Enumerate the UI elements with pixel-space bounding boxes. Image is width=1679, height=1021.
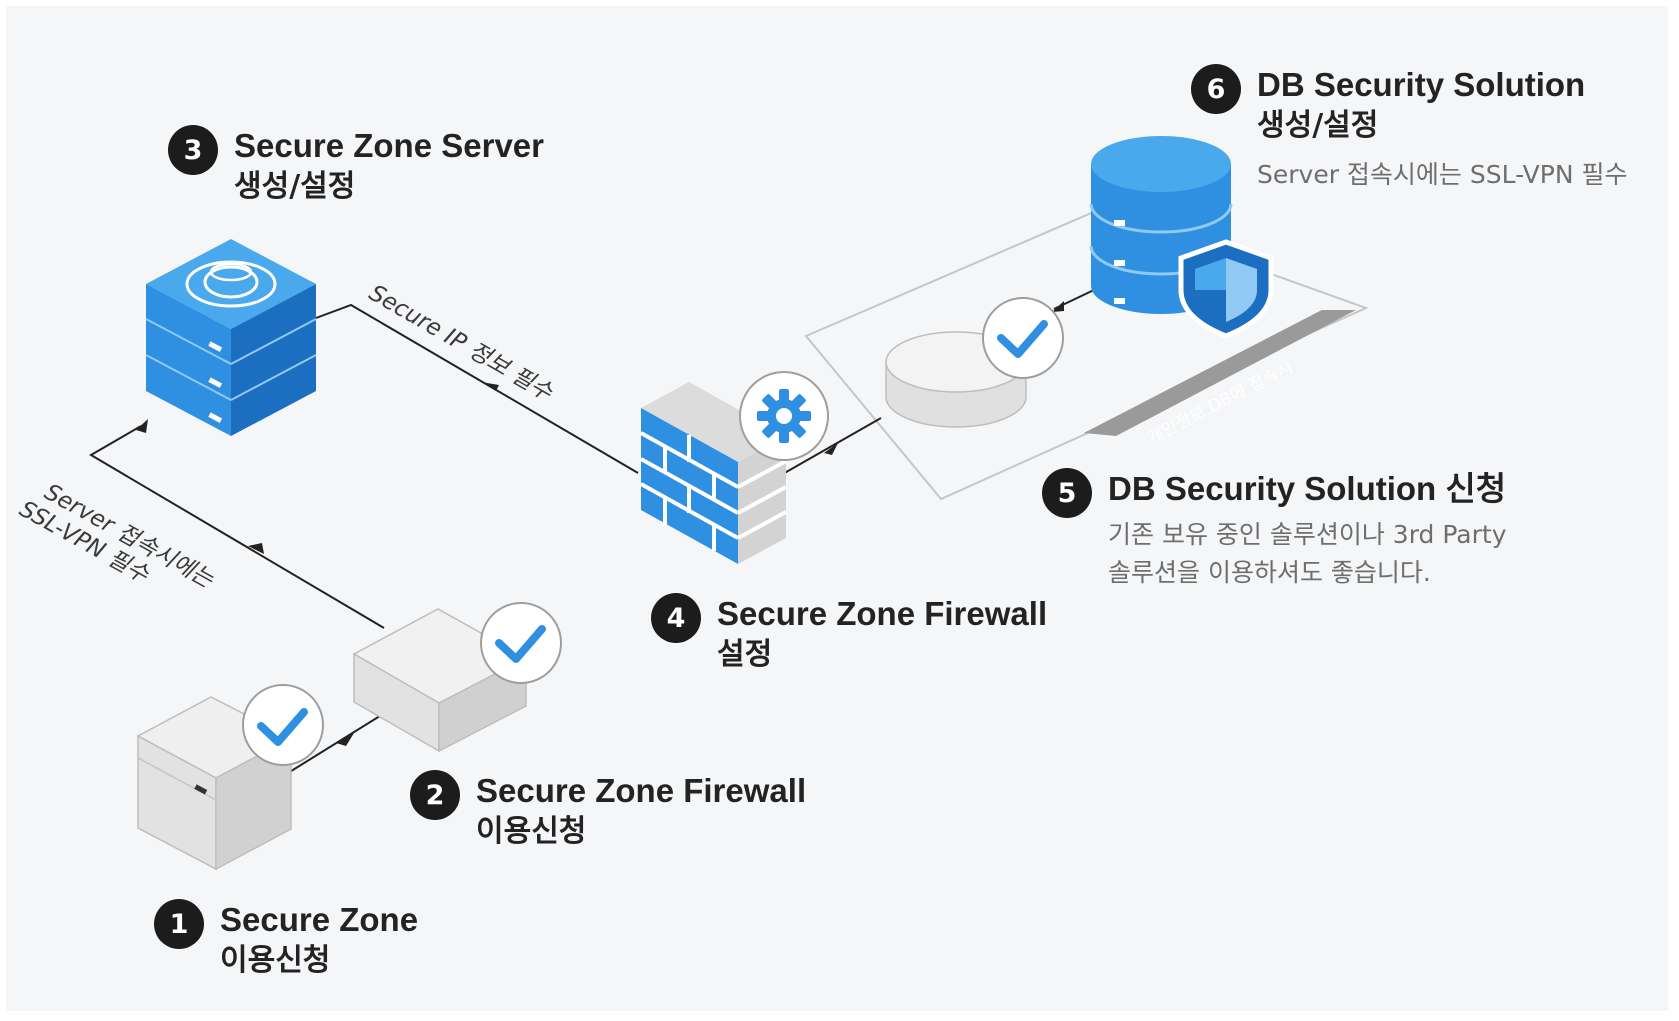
step-4-firewall-setup: 4 Secure Zone Firewall 설정	[651, 593, 1047, 675]
step-3-server: 3 Secure Zone Server 생성/설정	[168, 125, 544, 207]
diagram-art	[89, 136, 1369, 871]
step-subtitle: 이용신청	[476, 814, 587, 849]
gear-icon	[739, 371, 829, 461]
step-badge: 5	[1042, 468, 1092, 518]
connector-fw-to-server	[89, 425, 385, 629]
check-icon	[982, 297, 1064, 379]
step-title: Secure Zone	[220, 901, 419, 938]
step-badge: 2	[410, 770, 460, 820]
step-description: 기존 보유 중인 솔루션이나 3rd Party	[1108, 520, 1507, 549]
check-icon	[242, 684, 324, 766]
step-subtitle: 생성/설정	[234, 169, 356, 204]
step-badge: 6	[1191, 64, 1241, 114]
diagram-canvas: Server 접속시에는 SSL-VPN 필수 Secure IP 정보 필수 …	[6, 6, 1668, 1011]
firewall-request-box	[352, 608, 528, 753]
step-5-db-security-request: 5 DB Security Solution 신청 기존 보유 중인 솔루션이나…	[1042, 468, 1507, 592]
step-title: DB Security Solution	[1257, 66, 1586, 103]
step-title: Secure Zone Server	[234, 127, 544, 164]
step-1-secure-zone: 1 Secure Zone 이용신청	[154, 899, 418, 981]
step-title: Secure Zone Firewall	[476, 772, 807, 809]
connector-server-to-firewall	[315, 303, 639, 474]
step-title: Secure Zone Firewall	[717, 595, 1048, 632]
step-description: Server 접속시에는 SSL-VPN 필수	[1257, 160, 1628, 189]
step-subtitle: 생성/설정	[1257, 108, 1379, 143]
step-2-firewall-request: 2 Secure Zone Firewall 이용신청	[410, 770, 806, 852]
shield-icon	[1178, 239, 1274, 339]
globe-icon	[185, 260, 277, 308]
step-6-db-security: 6 DB Security Solution 생성/설정 Server 접속시에…	[1191, 64, 1628, 194]
step-subtitle: 설정	[717, 637, 773, 672]
step-subtitle: 이용신청	[220, 943, 331, 978]
connector-firewall-to-db-proxy	[773, 417, 882, 480]
check-icon	[480, 602, 562, 684]
db-zone-outline	[804, 209, 1369, 501]
server-icon	[145, 239, 317, 436]
step-badge: 3	[168, 125, 218, 175]
step-title: DB Security Solution 신청	[1108, 470, 1507, 507]
step-description: 솔루션을 이용하셔도 좋습니다.	[1108, 558, 1431, 587]
step-badge: 1	[154, 899, 204, 949]
secure-zone-box	[136, 696, 293, 871]
step-badge: 4	[651, 593, 701, 643]
db-security-disk	[885, 331, 1027, 428]
